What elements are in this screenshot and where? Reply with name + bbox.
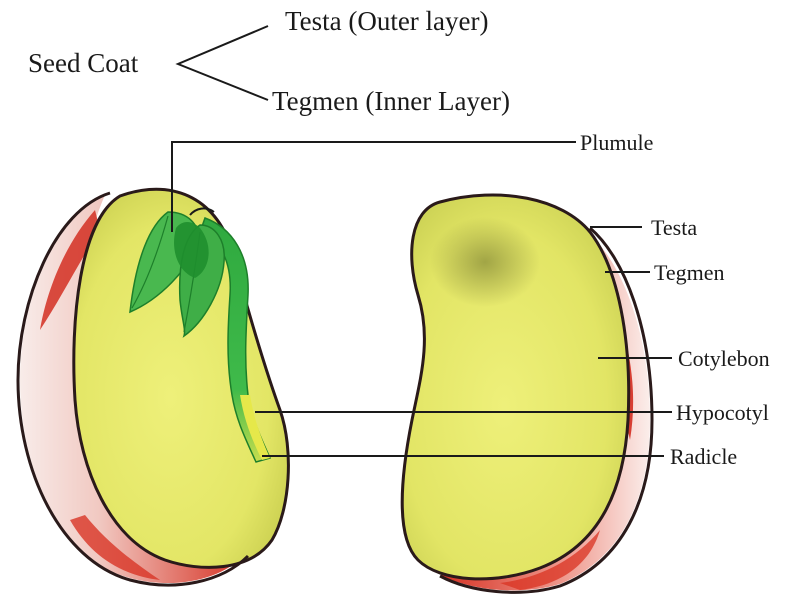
hypocotyl-label: Hypocotyl [676,400,769,425]
seed-coat-classification: Seed Coat Testa (Outer layer) Tegmen (In… [28,6,510,116]
cotyledon-label: Cotylebon [678,346,770,371]
seed-coat-title: Seed Coat [28,48,139,78]
plumule-label: Plumule [580,130,653,155]
radicle-label: Radicle [670,444,737,469]
seed-coat-bracket [178,26,268,100]
testa-outer-layer-label: Testa (Outer layer) [285,6,489,36]
right-seed-half [402,195,652,592]
right-cotyledon-shading [430,217,540,307]
testa-label: Testa [651,215,697,240]
tegmen-label: Tegmen [654,260,725,285]
tegmen-inner-layer-label: Tegmen (Inner Layer) [272,86,510,116]
